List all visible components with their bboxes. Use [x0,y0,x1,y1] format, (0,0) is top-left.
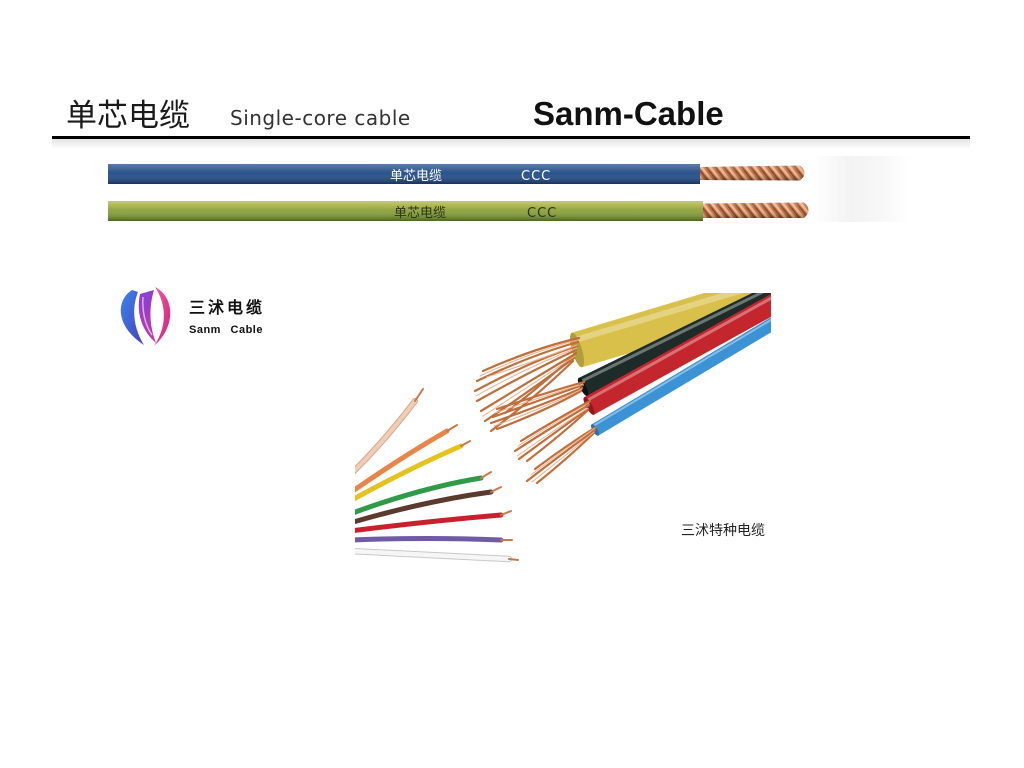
company-logo: 三沭电缆 Sanm Cable [112,285,282,349]
wire-jacket [355,536,504,543]
thin-wire-green [355,471,492,515]
wire-stripped-end [414,388,424,402]
green-yellow-single-core-cable: 单芯电缆 CCC [108,201,809,221]
sanm-logo-icon [120,287,171,346]
wire-jacket [355,489,494,525]
wire-highlight [585,296,771,403]
wire-jacket [591,317,771,436]
logo-purple-petal [138,290,156,343]
copper-strand-highlights [475,339,596,483]
header-divider [52,136,970,139]
thin-wire-orange [355,424,458,493]
brand-title: Sanm-Cable [533,95,724,132]
wire-highlight [592,318,771,427]
thin-wire-white [355,547,519,563]
wire-jacket [355,443,464,502]
wire-highlight [579,293,765,384]
cable-jacket-shading [108,164,700,184]
copper-conductor-shading [700,165,805,181]
wire-stripped-end [508,558,519,561]
blue-single-core-cable: 单芯电缆 CCC [108,164,805,184]
title-chinese: 单芯电缆 [66,98,190,134]
wire-jacket [355,399,417,473]
wire-jacket [584,293,771,415]
title-english: Single-core cable [230,106,411,130]
photo-caption: 三沭特种电缆 [681,523,765,539]
header-divider-shadow [52,139,970,149]
cable-print-chinese: 单芯电缆 [390,168,442,184]
cable-image-backdrop [812,156,910,222]
colored-wires-photo [355,293,771,563]
thin-wire-brown [355,486,502,525]
logo-highlight [142,296,153,336]
logo-pink-petal [154,287,171,346]
wire-jacket [355,428,450,493]
copper-strands [473,336,598,485]
thin-wire-yellow [355,440,471,502]
wire-jacket [578,293,771,396]
cable-print-chinese: 单芯电缆 [394,205,446,221]
logo-blue-petal [120,290,144,345]
cable-print-ccc: CCC [521,169,551,184]
wire-stripped-end [480,471,492,479]
wire-jacket [355,548,512,562]
thin-wire-purple [355,536,513,543]
wire-stripped-end [490,486,502,493]
wire-stripped-end [460,440,471,447]
logo-name-chinese: 三沭电缆 [189,298,266,317]
cable-jacket-shading [108,201,703,221]
copper-conductor-shading [703,202,809,218]
wire-stripped-end [500,510,512,516]
logo-name-english: Sanm Cable [189,324,263,336]
wire-stripped-end [446,424,458,432]
cable-print-ccc: CCC [527,206,557,221]
thin-wire-red [355,510,512,533]
single-core-cables-image: 单芯电缆 CCC 单芯电缆 CCC [108,164,809,221]
thin-wire-clear [355,388,424,475]
wire-jacket [355,512,504,533]
wire-highlight [574,293,744,343]
wire-jacket [355,475,484,515]
